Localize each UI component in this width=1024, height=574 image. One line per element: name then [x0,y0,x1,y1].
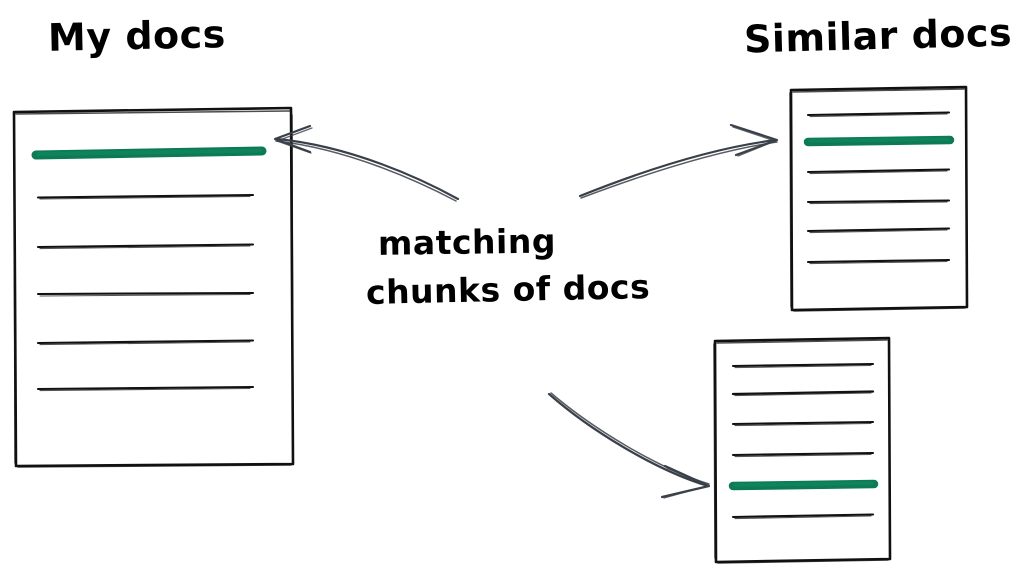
page-title-my-docs: My docs [47,12,227,60]
doc-line-similar-doc-2-6 [731,513,875,520]
doc-line-my-doc-5 [36,339,255,346]
document-similar-doc-2[interactable] [713,336,892,564]
doc-line-similar-doc-2-3 [731,420,875,427]
arrow-left [273,124,460,202]
doc-line-similar-doc-1-4 [806,199,951,205]
doc-line-similar-doc-1-1 [806,111,951,118]
doc-line-similar-doc-1-5 [806,227,951,234]
document-my-doc[interactable] [12,106,295,468]
document-similar-doc-1[interactable] [789,85,969,312]
annotation-matching-chunks: matching chunks of docs [366,218,651,314]
doc-line-my-doc-6 [36,385,255,392]
doc-line-similar-doc-2-2 [731,390,875,397]
doc-line-similar-doc-2-4 [731,451,875,458]
page-title-similar-docs: Similar docs [743,10,1013,62]
doc-line-similar-doc-2-5 [728,479,879,491]
doc-line-my-doc-2 [36,193,255,200]
document-border-similar-doc-2 [713,336,892,564]
annotation-line-1: matching [377,221,557,263]
doc-line-my-doc-1 [31,146,267,160]
annotation-line-2: chunks of docs [365,267,651,312]
document-border-similar-doc-1-overdraw [789,88,968,312]
document-border-my-doc [12,106,295,468]
doc-line-similar-doc-1-2 [803,135,955,147]
doc-line-similar-doc-2-1 [731,362,875,369]
doc-line-my-doc-4 [36,291,255,297]
doc-line-my-doc-3 [36,243,255,250]
document-border-my-doc-overdraw [13,110,294,468]
document-border-similar-doc-2-overdraw [713,339,891,564]
doc-line-similar-doc-1-3 [806,168,951,175]
arrow-right-bottom [547,392,711,499]
document-border-similar-doc-1 [789,85,969,312]
doc-line-similar-doc-1-6 [806,258,951,265]
arrow-right-top [578,123,779,199]
